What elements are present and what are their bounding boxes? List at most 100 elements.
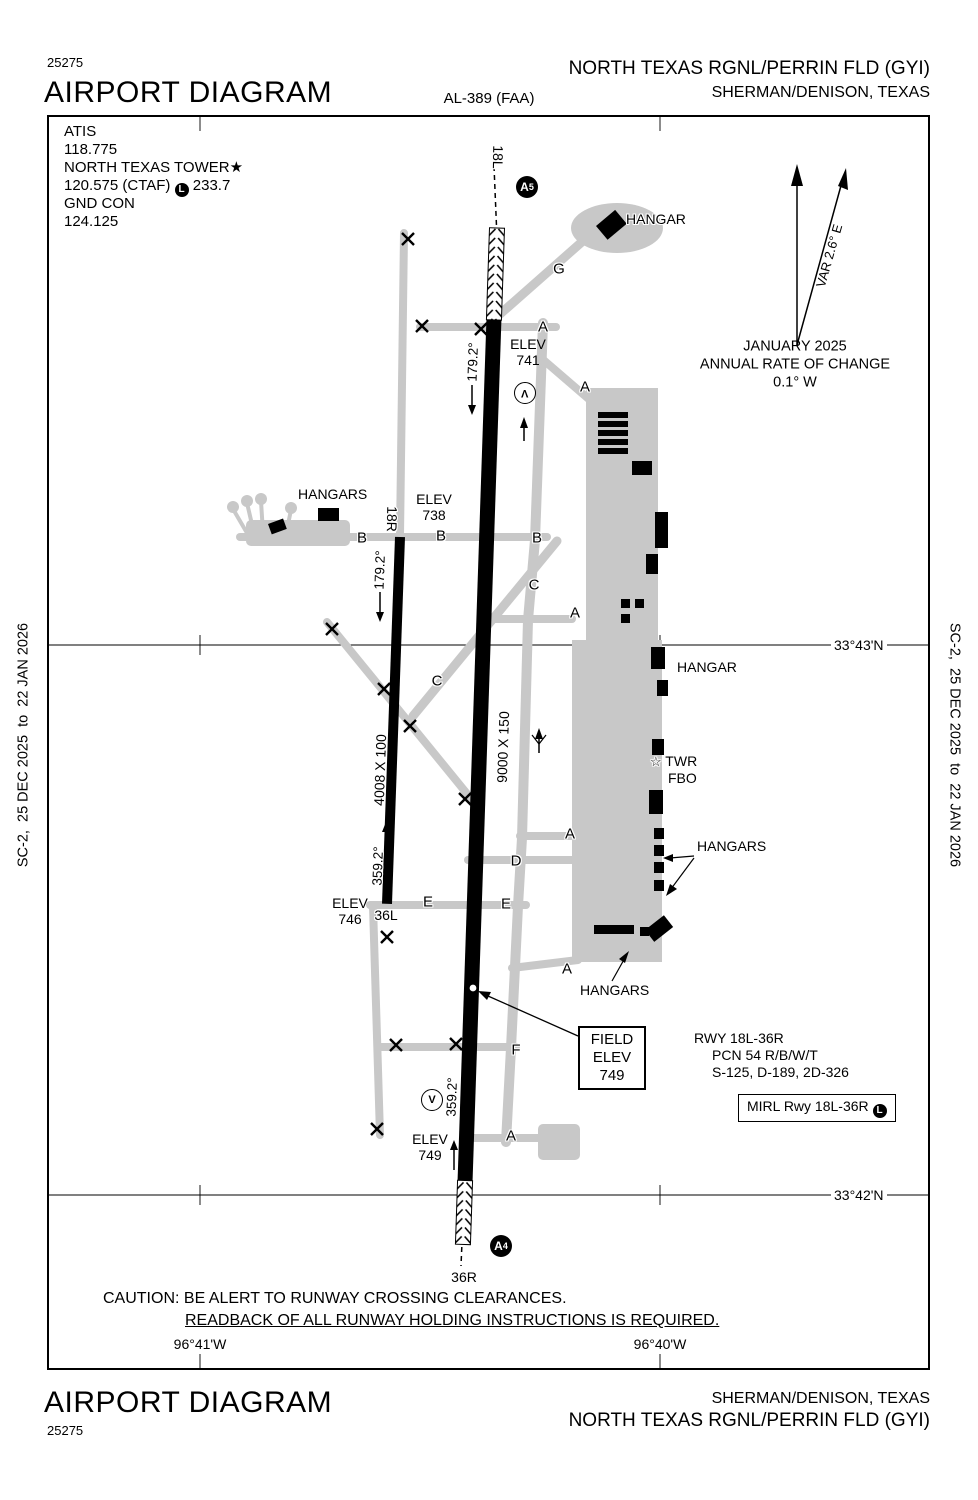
hangar-buildings — [268, 209, 674, 942]
chart-number-bottom: 25275 — [47, 1423, 84, 1438]
runway-18r-36l — [382, 536, 405, 904]
taxiway-label-b: B — [435, 527, 447, 545]
runway-end-18r: 18R — [383, 506, 401, 532]
apron-west-hangars — [246, 520, 350, 546]
taxiway-label-b: B — [531, 529, 543, 547]
elev-label: ELEV — [416, 491, 452, 507]
runway-secondary-dimensions: 4008 X 100 — [370, 733, 390, 807]
chart-number-top: 25275 — [47, 55, 84, 70]
hangars-west-label: HANGARS — [298, 486, 368, 502]
field-elev-line1: FIELD — [590, 1031, 634, 1048]
elev-value: 746 — [338, 911, 362, 927]
hangars-east-arrow-1 — [669, 855, 695, 859]
mirl-text: MIRL Rwy 18L-36R — [747, 1098, 869, 1114]
caution-line2: READBACK OF ALL RUNWAY HOLDING INSTRUCTI… — [185, 1312, 720, 1329]
taxiway-label-a: A — [564, 825, 576, 843]
taxiway-label-d: D — [510, 852, 522, 870]
tower-name: NORTH TEXAS TOWER — [64, 159, 230, 176]
hangars-west-building — [318, 508, 339, 521]
page-title-bottom: AIRPORT DIAGRAM — [44, 1386, 333, 1419]
atis-label: ATIS — [64, 123, 97, 140]
taxiway-label-c: C — [431, 672, 443, 690]
heading-179-main: 179.2° — [464, 342, 481, 382]
elevation-18r: ELEV 738 — [410, 491, 458, 523]
annotations — [376, 164, 848, 1267]
closed-diagonal — [323, 618, 481, 810]
twr-text: TWR — [665, 753, 698, 769]
field-elev-pointer — [487, 995, 579, 1037]
bubble-letter: A — [520, 180, 529, 194]
taxiway-label-a: A — [569, 604, 581, 622]
lighting-circle-l-icon: L — [872, 1104, 887, 1118]
apron-southeast — [538, 1124, 580, 1160]
city-top: SHERMAN/DENISON, TEXAS — [711, 84, 930, 101]
centerline-ext-south — [460, 1246, 463, 1267]
rwy-info-line3: S-125, D-189, 2D-326 — [712, 1064, 849, 1080]
rwy-info-line1: RWY 18L-36R — [694, 1030, 784, 1046]
longitude-west-label: 96°41'W — [170, 1336, 230, 1353]
elevation-18l: ELEV 741 — [504, 336, 552, 368]
taxiway-g-path — [494, 228, 597, 320]
obstruction-symbol-north — [520, 417, 528, 441]
circled-v-symbol-north: V — [514, 382, 536, 404]
city-bottom: SHERMAN/DENISON, TEXAS — [711, 1390, 930, 1407]
tower-frequency: 120.575 (CTAF) L 233.7 — [64, 177, 230, 197]
hangar-east-label: HANGAR — [677, 659, 737, 675]
rate-of-change-value: 0.1° W — [773, 374, 817, 391]
elev-label: ELEV — [510, 336, 546, 352]
airport-name-bottom: NORTH TEXAS RGNL/PERRIN FLD (GYI) — [568, 1410, 930, 1431]
elevation-36r: ELEV 749 — [406, 1131, 454, 1163]
page-title-top: AIRPORT DIAGRAM — [44, 76, 333, 109]
taxiways-pavement — [231, 228, 602, 1147]
tiedown-stems — [231, 499, 293, 536]
taxiway-label-a: A — [579, 378, 591, 396]
elev-label: ELEV — [332, 895, 368, 911]
heading-359-secondary: 359.2° — [369, 846, 386, 886]
ground-label: GND CON — [64, 195, 135, 212]
chart-border — [47, 115, 930, 1370]
tower-label: NORTH TEXAS TOWER★ — [64, 159, 243, 176]
v-glyph: V — [428, 1094, 436, 1106]
edition-note-left: SC-2, 25 DEC 2025 to 22 JAN 2026 — [15, 622, 32, 868]
field-elevation-box: FIELD ELEV 749 — [578, 1026, 646, 1090]
bubble-letter: A — [494, 1239, 503, 1253]
atis-frequency: 118.775 — [64, 141, 118, 158]
al-reference: AL-389 (FAA) — [443, 90, 535, 107]
caution-line1: CAUTION: BE ALERT TO RUNWAY CROSSING CLE… — [103, 1290, 567, 1307]
magnetic-north-arrow — [796, 181, 843, 346]
runway-end-36r: 36R — [451, 1268, 477, 1285]
twr-star-icon: ☆ — [650, 754, 662, 769]
taxiway-label-a: A — [537, 318, 549, 336]
obstruction-symbol-mid — [531, 728, 547, 753]
rwy-info-line2: PCN 54 R/B/W/T — [712, 1047, 818, 1063]
field-elev-line2: ELEV — [592, 1049, 632, 1066]
taxiway-label-e: E — [500, 895, 512, 913]
heading-179-secondary: 179.2° — [371, 550, 388, 590]
taxiway-label-b: B — [356, 529, 368, 547]
hangars-east-label: HANGARS — [697, 838, 767, 854]
field-elev-dot — [468, 983, 478, 993]
hangar-nw-label: HANGAR — [626, 211, 686, 227]
lighting-circle-l-icon: L — [174, 183, 189, 197]
runway-end-18l: 18L — [489, 145, 507, 169]
rate-of-change-label: ANNUAL RATE OF CHANGE — [699, 356, 891, 373]
taxiway-label-a: A — [561, 960, 573, 978]
elev-value: 749 — [418, 1147, 442, 1163]
fbo-label: FBO — [668, 770, 697, 786]
edition-note-right: SC-2, 25 DEC 2025 to 22 JAN 2026 — [946, 622, 963, 868]
airport-name-top: NORTH TEXAS RGNL/PERRIN FLD (GYI) — [568, 58, 930, 79]
latitude-south-label: 33°42'N — [831, 1187, 887, 1204]
runway-18l-36r — [454, 227, 506, 1246]
taxiway-label-c: C — [528, 576, 540, 594]
closed-taxiway-marks — [325, 232, 488, 1136]
centerline-ext-north — [493, 165, 498, 227]
longitude-east-label: 96°40'W — [630, 1336, 690, 1353]
elev-value: 738 — [422, 507, 446, 523]
twr-label: ☆ TWR — [650, 753, 697, 770]
circled-v-symbol-south: V — [421, 1089, 443, 1111]
taxiway-label-a: A — [505, 1127, 517, 1145]
ground-frequency: 124.125 — [64, 213, 119, 230]
